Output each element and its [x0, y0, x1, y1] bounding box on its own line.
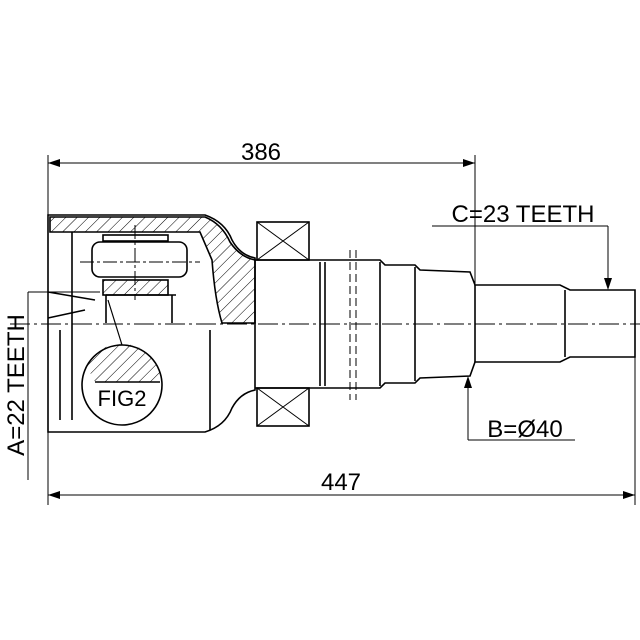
housing-section-hatch	[49, 216, 256, 324]
spline-c-label: C=23 TEETH	[452, 201, 595, 228]
fig2-label: FIG2	[98, 386, 147, 411]
spline-a-label: A=22 TEETH	[3, 314, 30, 456]
diameter-b-label: B=Ø40	[487, 416, 562, 443]
roller	[91, 241, 188, 278]
fig2-leader	[107, 299, 123, 346]
dim-447-label: 447	[321, 469, 361, 496]
dim-386-label: 386	[241, 139, 281, 166]
